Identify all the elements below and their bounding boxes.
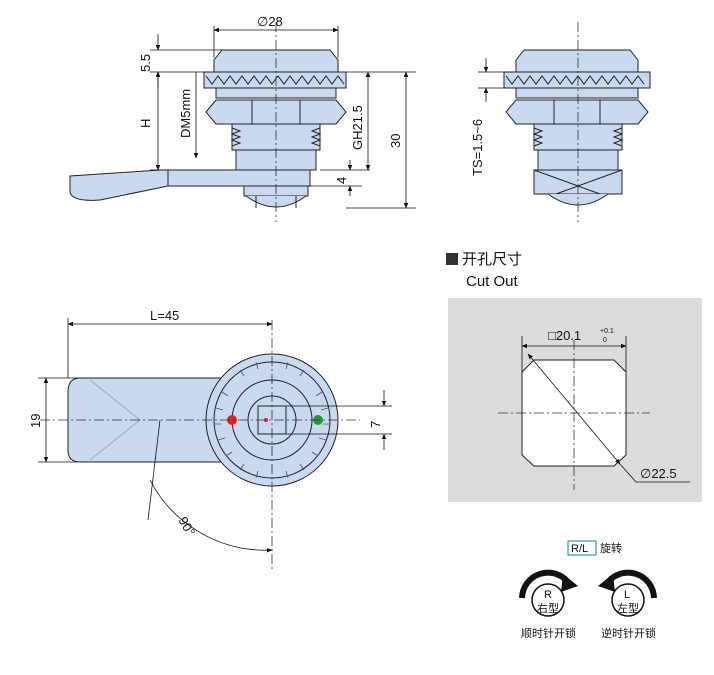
left-hand-icon — [598, 569, 657, 617]
rl-box-label: R/L — [571, 543, 588, 555]
cutout-square-label: □20.1 — [548, 328, 581, 343]
cutout-title-en: Cut Out — [466, 273, 519, 290]
right-letter: R — [544, 589, 552, 601]
overall-label: 30 — [388, 134, 403, 148]
width-label: 19 — [28, 414, 43, 428]
red-dot — [227, 415, 237, 425]
offset-label: 4 — [334, 177, 349, 184]
rotation-caption: 旋转 — [600, 541, 622, 555]
left-letter: L — [624, 589, 630, 601]
cutout-tol-zero: 0 — [603, 337, 607, 344]
right-desc: 顺时针开锁 — [521, 626, 576, 640]
thread-label: DM5mm — [178, 89, 193, 138]
left-desc: 逆时针开锁 — [601, 626, 656, 640]
cutout-title-cn: 开孔尺寸 — [462, 251, 522, 268]
side-view-right — [503, 49, 651, 206]
height-h-label: H — [138, 119, 153, 128]
rl-box — [567, 540, 597, 556]
serrations — [214, 361, 330, 479]
cutout-tol-plus: +0.1 — [600, 328, 614, 335]
cam-arm — [69, 169, 311, 201]
side-view — [69, 49, 347, 208]
section-marker — [446, 253, 458, 265]
grip-label: GH21.5 — [350, 105, 365, 150]
square-label: 7 — [368, 421, 383, 428]
front-dimensions — [38, 318, 392, 553]
height-top-label: 5.5 — [138, 54, 153, 72]
side-dimensions — [150, 26, 416, 209]
cutout-diameter-label: ∅22.5 — [640, 466, 677, 481]
right-type: 右型 — [537, 601, 559, 615]
diameter-label: ∅28 — [257, 14, 283, 29]
thickness-label: TS=1.5~6 — [470, 119, 485, 176]
left-type: 左型 — [617, 601, 639, 615]
length-label: L=45 — [150, 308, 179, 323]
right-hand-icon — [519, 569, 578, 617]
